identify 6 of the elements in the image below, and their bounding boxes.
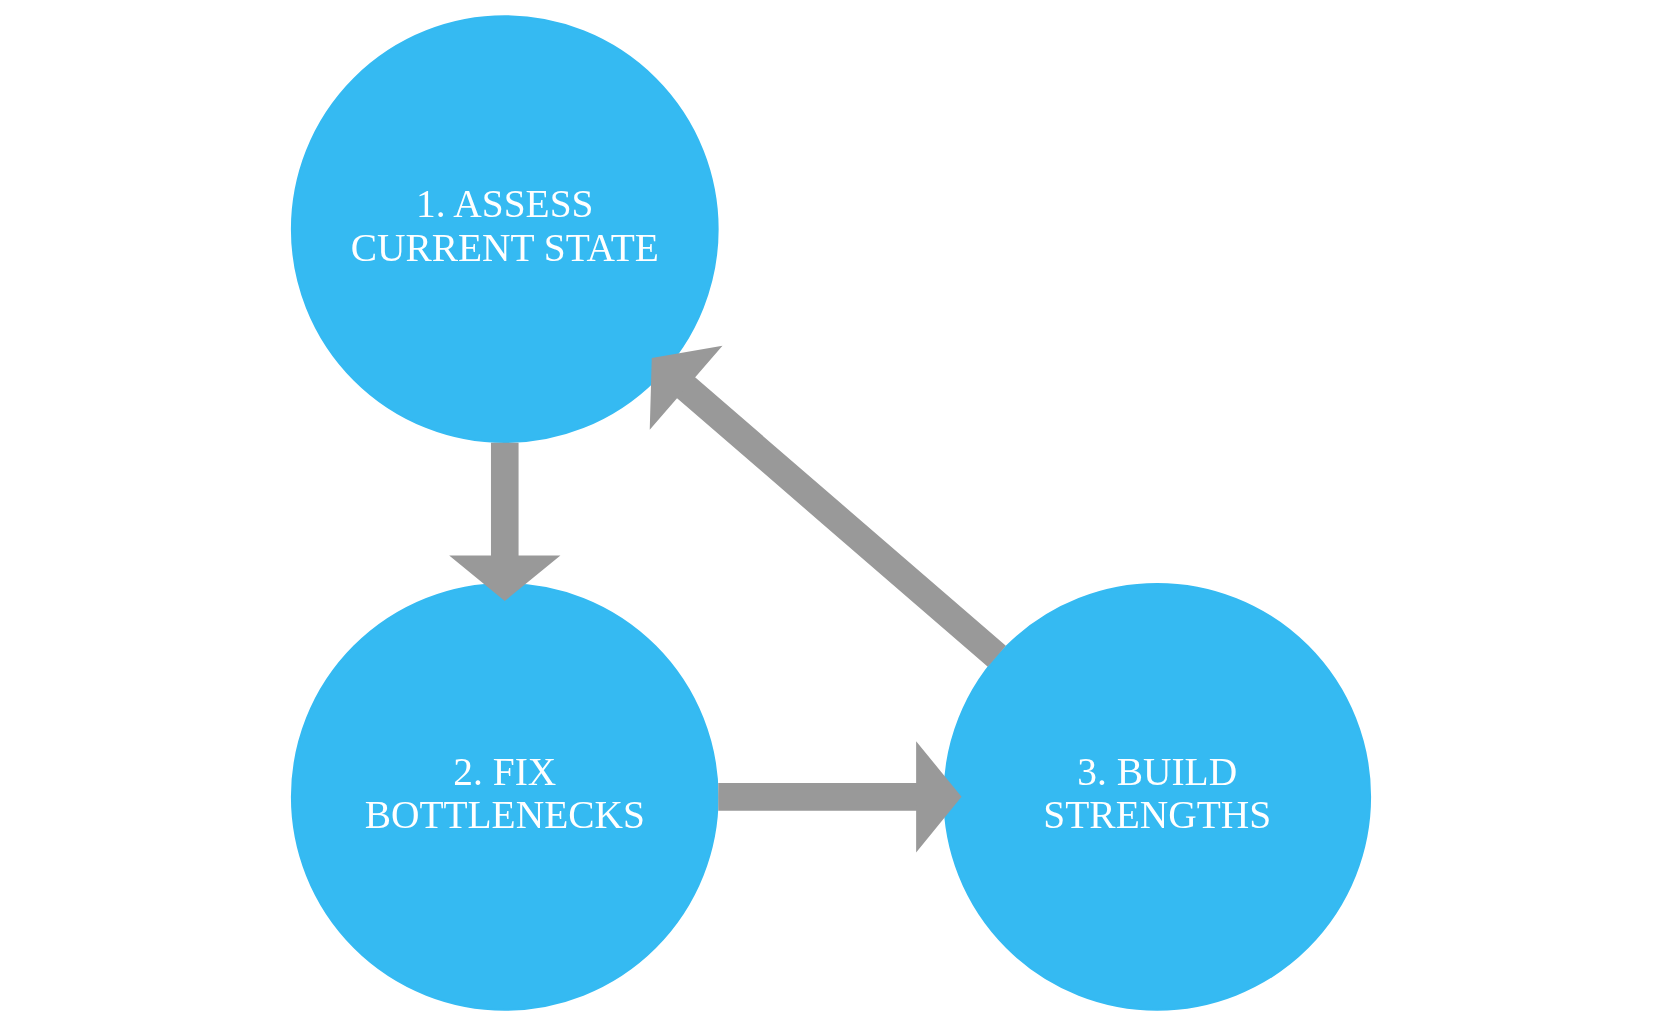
node-circle: 3. BUILD STRENGTHS [943, 582, 1372, 1011]
arrow [449, 442, 561, 601]
arrow [718, 741, 962, 853]
arrow [649, 345, 1006, 667]
node-circle: 2. FIX BOTTLENECKS [290, 582, 719, 1011]
node-circle: 1. ASSESS CURRENT STATE [290, 15, 719, 444]
